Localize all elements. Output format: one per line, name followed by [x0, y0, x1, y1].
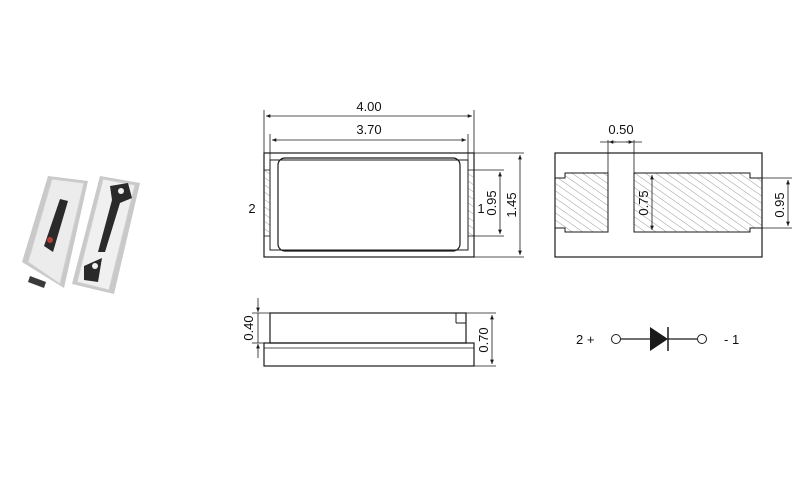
diode-symbol: 2 + - 1	[576, 327, 739, 351]
cathode-label: - 1	[724, 332, 739, 347]
diode-symbol-icon	[650, 327, 668, 351]
anode-terminal	[611, 334, 621, 344]
pin-label-right: 1	[477, 201, 484, 216]
cathode-terminal	[697, 334, 707, 344]
top-view-lens	[277, 157, 461, 252]
dim-pad-height: 0.75	[636, 190, 651, 215]
side-view-base	[263, 342, 475, 367]
led-component-photo	[22, 176, 140, 294]
pad-right	[633, 172, 763, 233]
dim-side-total: 0.70	[476, 327, 491, 352]
dim-bottom-height: 0.95	[772, 192, 787, 217]
dim-height-inner: 0.95	[484, 190, 499, 215]
led-back-face	[72, 176, 140, 294]
pad-left	[554, 172, 609, 233]
dim-gap: 0.50	[608, 122, 633, 137]
dim-lens: 0.40	[241, 315, 256, 340]
dim-height-total: 1.45	[504, 192, 519, 217]
top-view-outline	[263, 152, 475, 258]
dim-inner-length: 3.70	[356, 122, 381, 137]
dim-length: 4.00	[356, 99, 381, 114]
top-view: 4.00 3.70 0.95 1.45 2 1	[248, 99, 524, 258]
side-view: 0.40 0.70	[241, 298, 496, 367]
led-front-face	[22, 176, 88, 288]
anode-label: 2 +	[576, 332, 594, 347]
pin-label-left: 2	[248, 201, 255, 216]
bottom-view: 0.50 0.75 0.95	[554, 122, 792, 258]
side-view-lens	[269, 312, 467, 344]
led-emitter-dot	[47, 237, 53, 243]
